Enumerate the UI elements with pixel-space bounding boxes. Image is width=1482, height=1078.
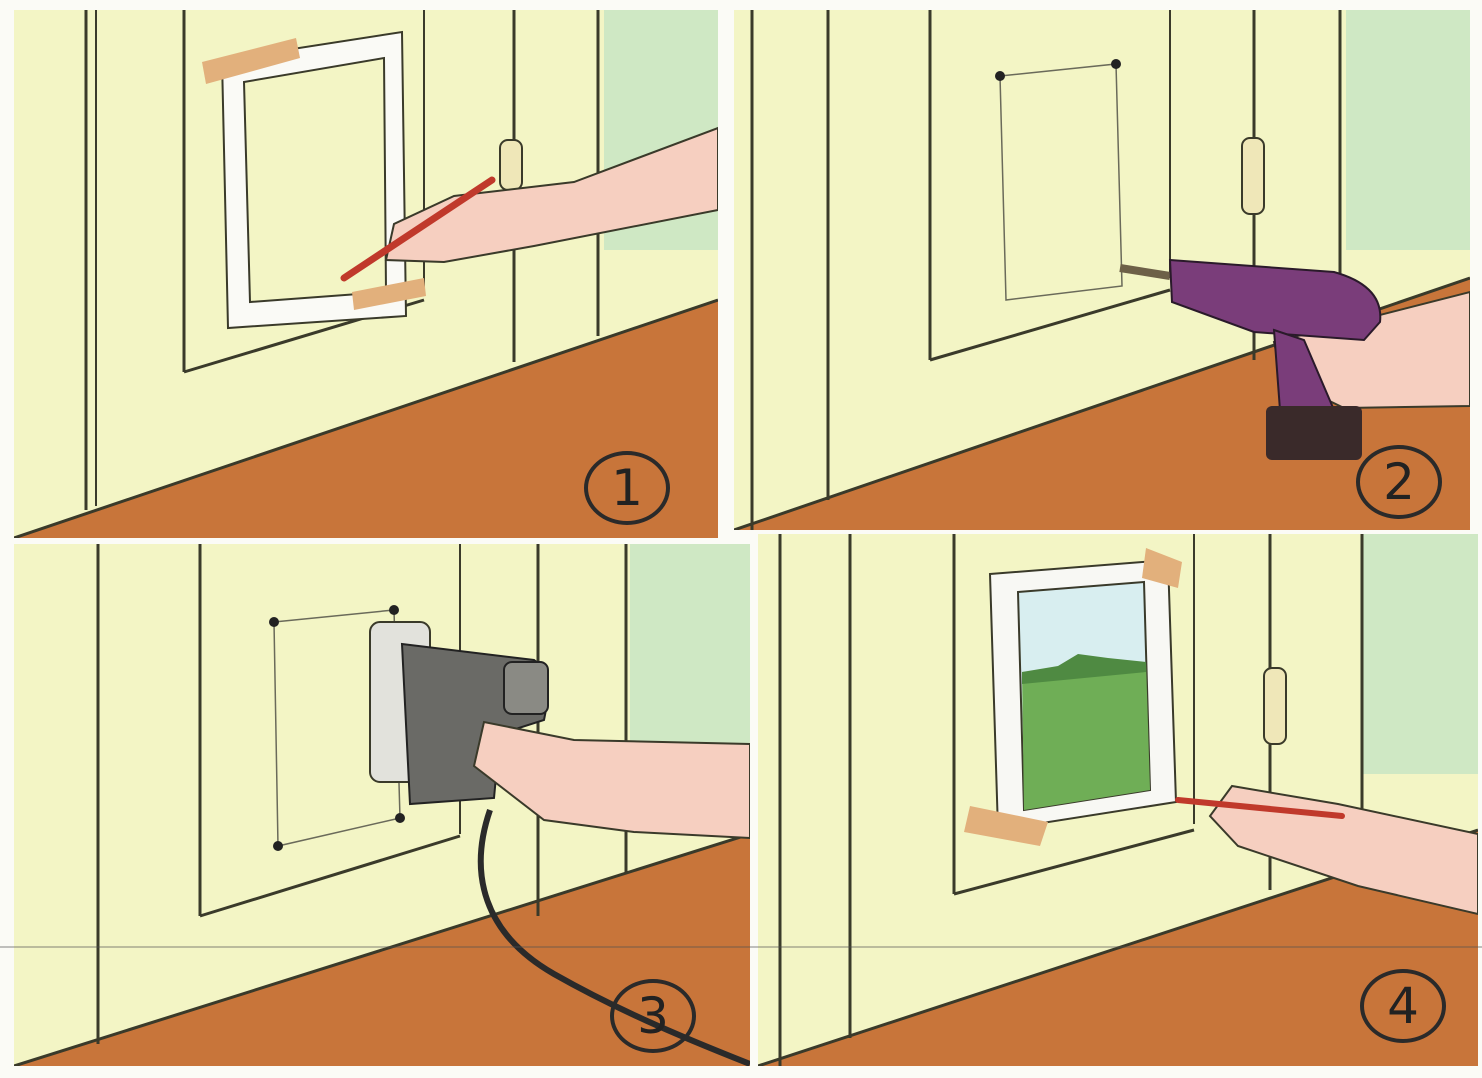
step-panel-3: 3 bbox=[14, 544, 750, 1066]
step-number-badge: 2 bbox=[1356, 445, 1442, 519]
paper-fold-line bbox=[0, 946, 1482, 948]
step-2-illustration bbox=[734, 10, 1470, 530]
step-panel-1: 1 bbox=[14, 10, 718, 538]
step-panel-2: 2 bbox=[734, 10, 1470, 530]
drill-hole bbox=[1111, 59, 1121, 69]
step-number-badge: 4 bbox=[1360, 969, 1446, 1043]
hinge bbox=[1264, 668, 1286, 744]
step-number-badge: 3 bbox=[610, 979, 696, 1053]
drill-hole bbox=[995, 71, 1005, 81]
step-panel-4: 4 bbox=[758, 534, 1478, 1066]
hinge bbox=[500, 140, 522, 190]
hinge bbox=[1242, 138, 1264, 214]
drill-battery bbox=[1266, 406, 1362, 460]
step-number-badge: 1 bbox=[584, 451, 670, 525]
